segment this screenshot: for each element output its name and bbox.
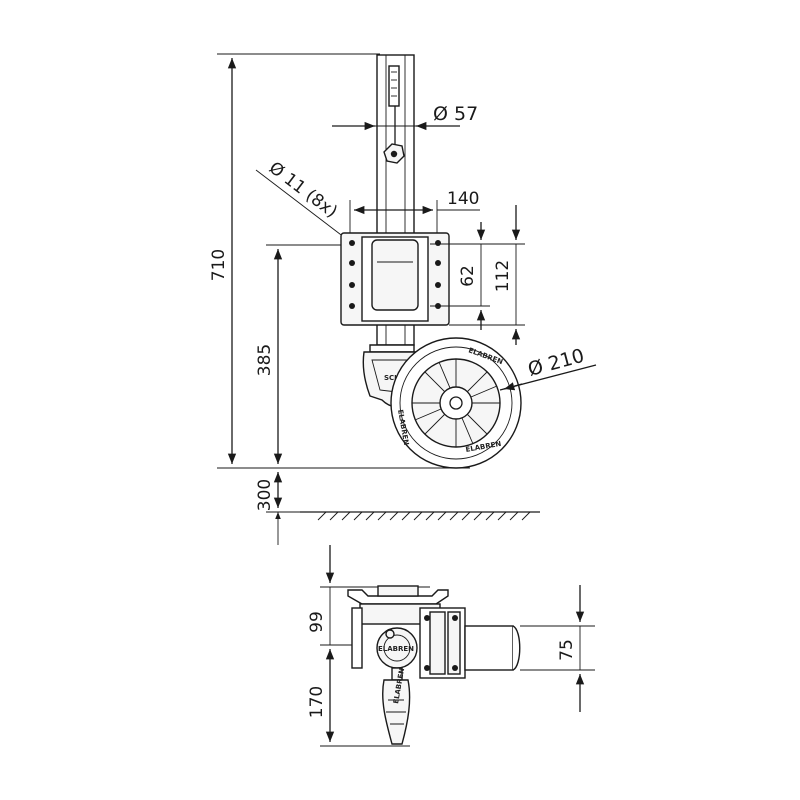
ground-line: [300, 511, 540, 521]
dim-112-label: 112: [493, 260, 513, 292]
dim-hole-label: Ø 11 (8x): [265, 158, 341, 222]
dim-300-label: 300: [255, 479, 275, 511]
mounting-plate: [340, 232, 450, 326]
dim-d57-label: Ø 57: [433, 103, 478, 125]
dim-hole: Ø 11 (8x): [255, 158, 354, 245]
wheel: ELABREN ELABREN ELABREN: [390, 337, 522, 469]
crank-label: ELABREN: [378, 645, 414, 653]
dim-385-label: 385: [255, 344, 275, 376]
wheel-spokes: [412, 359, 500, 447]
top-crank: ELABREN ELABREN: [376, 627, 418, 745]
dim-62-label: 62: [458, 265, 478, 287]
top-bracket: [419, 607, 466, 679]
top-view: 99 170 ELABR: [307, 545, 595, 747]
dim-710-label: 710: [209, 249, 229, 281]
dim-75: 75: [520, 585, 595, 712]
dim-d57: Ø 57: [332, 103, 478, 131]
dim-62-112: 62 112: [430, 205, 525, 345]
dim-99-label: 99: [307, 611, 327, 633]
dim-140-label: 140: [447, 189, 479, 209]
dim-710: 710: [209, 53, 470, 469]
dim-75-label: 75: [557, 639, 577, 661]
side-view: 710 385 300: [209, 53, 597, 545]
dim-99-170: 99 170: [307, 545, 430, 747]
dim-385: 385: [255, 244, 350, 464]
top-tube: [464, 625, 521, 671]
dim-300: 300: [255, 472, 300, 545]
dim-170-label: 170: [307, 686, 327, 718]
dim-140: 140: [349, 189, 480, 235]
